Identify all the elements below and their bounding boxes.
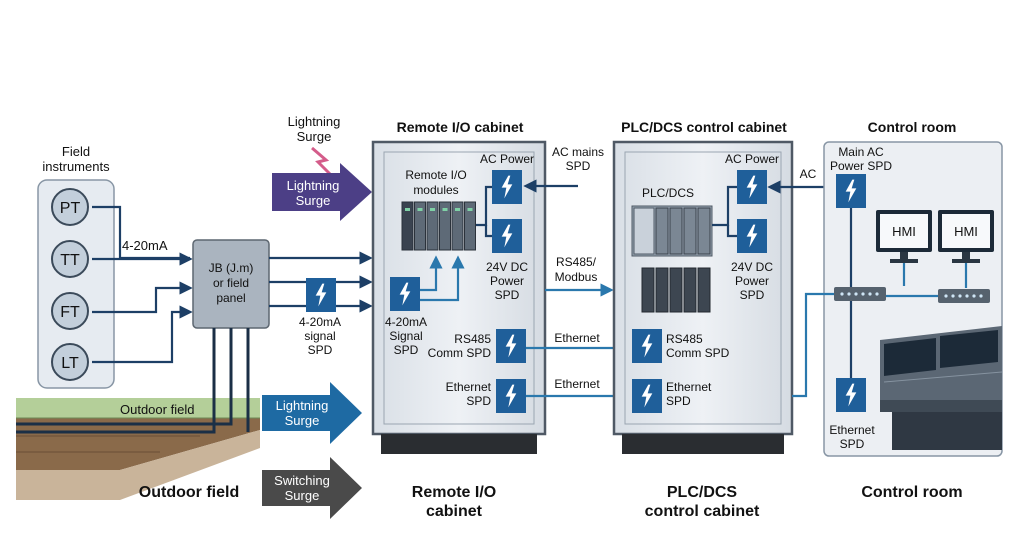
status-led xyxy=(405,208,410,211)
hmi-1-label: HMI xyxy=(892,224,916,239)
plc-io-module xyxy=(697,267,711,313)
io-module xyxy=(464,201,476,251)
plc-title: PLC/DCS control cabinet xyxy=(621,119,787,135)
plc-io-module xyxy=(655,267,669,313)
lightning-strike-icon xyxy=(311,146,336,180)
plc-rack xyxy=(631,205,713,257)
instrument-pt xyxy=(51,188,89,226)
network-switch-2 xyxy=(938,289,990,303)
hmi-2 xyxy=(938,210,994,263)
lightning-surge-arrow-top xyxy=(272,163,372,221)
status-led xyxy=(442,208,448,211)
ethernet-top-label: Ethernet xyxy=(554,331,600,345)
ground-label: Outdoor field xyxy=(120,402,194,417)
instrument-label: TT xyxy=(60,252,80,269)
remote-io-title: Remote I/O cabinet xyxy=(397,119,524,135)
io-module xyxy=(451,201,464,251)
plc-cabinet-base xyxy=(622,434,784,454)
network-switch-1 xyxy=(834,287,886,301)
remote-io-cabinet-base xyxy=(381,434,537,454)
instrument-group: PT TT FT LT xyxy=(51,188,89,381)
instrument-label: FT xyxy=(60,304,80,321)
plc-io-module xyxy=(683,267,697,313)
plc-module xyxy=(669,207,683,255)
plc-cpu xyxy=(633,207,655,255)
status-led xyxy=(455,208,460,211)
io-module xyxy=(426,201,439,251)
instrument-ft xyxy=(51,292,89,330)
bottom-label-control: Control room xyxy=(861,484,962,501)
io-module xyxy=(414,201,426,251)
plc-io-module xyxy=(669,267,683,313)
io-module xyxy=(439,201,451,251)
control-console xyxy=(880,326,1003,450)
plc-io-module xyxy=(641,267,655,313)
jb-cables xyxy=(16,328,250,434)
hmi-1 xyxy=(876,210,932,263)
remote-io-ac-power-label: AC Power xyxy=(480,152,534,166)
plc-io-modules xyxy=(641,267,711,313)
instrument-label: LT xyxy=(61,355,79,372)
control-room-title: Control room xyxy=(868,119,957,135)
ethernet-bottom-label: Ethernet xyxy=(554,377,600,391)
rs485-modbus-label: RS485/Modbus xyxy=(555,255,598,284)
hmi-2-label: HMI xyxy=(954,224,978,239)
plc-module xyxy=(655,207,669,255)
lightning-surge-arrow-ground xyxy=(262,382,362,444)
switching-surge-arrow xyxy=(262,457,362,519)
io-module xyxy=(401,201,414,251)
plc-module xyxy=(697,207,711,255)
field-wires xyxy=(92,205,193,364)
jb-to-remote-wires xyxy=(269,251,373,313)
instrument-tt xyxy=(51,240,89,278)
instrument-lt xyxy=(51,343,89,381)
plc-label: PLC/DCS xyxy=(642,186,694,200)
remote-io-modules xyxy=(401,201,476,251)
plc-module xyxy=(683,207,697,255)
status-led xyxy=(430,208,435,211)
status-led xyxy=(417,208,423,211)
bottom-label-outdoor: Outdoor field xyxy=(139,484,239,501)
plc-ac-power-label: AC Power xyxy=(725,152,779,166)
field-instruments-panel xyxy=(37,179,115,389)
ac-link-label: AC xyxy=(800,167,817,181)
instrument-label: PT xyxy=(60,200,81,217)
status-led xyxy=(467,208,473,211)
signal-label: 4-20mA xyxy=(122,238,168,253)
